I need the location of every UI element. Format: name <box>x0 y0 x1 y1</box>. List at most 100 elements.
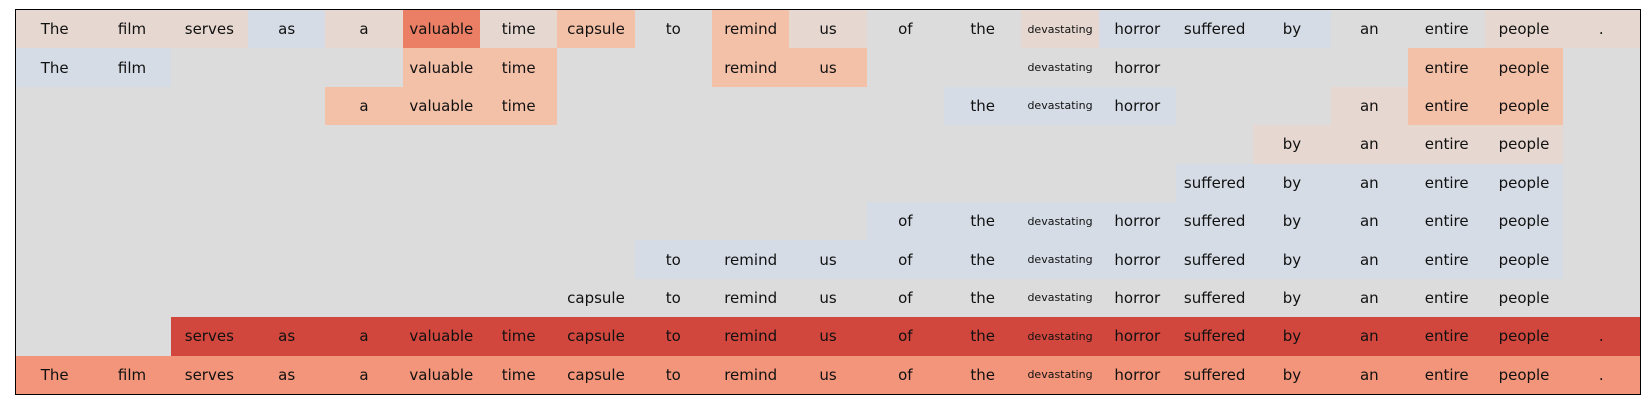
heatmap-cell: horror <box>1098 202 1176 241</box>
heatmap-cell: capsule <box>557 355 635 394</box>
heatmap-cell: the <box>944 317 1022 356</box>
heatmap-cell: horror <box>1098 355 1176 394</box>
heatmap-cell: to <box>634 355 712 394</box>
heatmap-cell: The <box>16 48 94 87</box>
heatmap-cell: a <box>325 10 403 49</box>
heatmap-cell: valuable <box>402 48 480 87</box>
heatmap-cell: . <box>1562 317 1640 356</box>
heatmap-cell: by <box>1253 278 1331 318</box>
heatmap-cell: people <box>1485 163 1563 202</box>
heatmap-cell: horror <box>1098 48 1176 87</box>
heatmap-cell: horror <box>1098 10 1176 49</box>
heatmap-cell: capsule <box>557 10 635 49</box>
heatmap-cell: devastating <box>1021 10 1099 49</box>
heatmap-cell: . <box>1562 355 1640 394</box>
heatmap-cell: by <box>1253 125 1331 164</box>
heatmap-cell: suffered <box>1176 202 1254 241</box>
heatmap-cell: us <box>789 10 867 49</box>
heatmap-cell: by <box>1253 355 1331 394</box>
heatmap-cell: time <box>480 355 558 394</box>
heatmap-cell: entire <box>1408 202 1486 241</box>
heatmap-cell: devastating <box>1021 317 1099 356</box>
heatmap-cell: capsule <box>557 317 635 356</box>
heatmap-cell: remind <box>712 10 790 49</box>
heatmap-cell: the <box>944 86 1022 126</box>
heatmap-cell: remind <box>712 355 790 394</box>
heatmap-cell: by <box>1253 163 1331 202</box>
heatmap-cell: devastating <box>1021 202 1099 241</box>
heatmap-cell: serves <box>170 10 248 49</box>
heatmap-cell: entire <box>1408 10 1486 49</box>
heatmap-cell: film <box>93 355 171 394</box>
heatmap-cell: entire <box>1408 278 1486 318</box>
heatmap-cell: devastating <box>1021 355 1099 394</box>
heatmap-cell: time <box>480 317 558 356</box>
heatmap-cell: people <box>1485 317 1563 356</box>
heatmap-cell: horror <box>1098 317 1176 356</box>
heatmap-cell: valuable <box>402 317 480 356</box>
heatmap-cell: of <box>866 10 944 49</box>
heatmap-cell: entire <box>1408 48 1486 87</box>
heatmap-cell: devastating <box>1021 48 1099 87</box>
heatmap-cell: people <box>1485 278 1563 318</box>
heatmap-cell: suffered <box>1176 278 1254 318</box>
heatmap-cell: us <box>789 240 867 279</box>
heatmap-cell: the <box>944 202 1022 241</box>
heatmap-cell: people <box>1485 10 1563 49</box>
heatmap-cell: valuable <box>402 355 480 394</box>
heatmap-cell: serves <box>170 317 248 356</box>
heatmap-cell: an <box>1330 355 1408 394</box>
heatmap-cell: an <box>1330 163 1408 202</box>
heatmap-cell: an <box>1330 240 1408 279</box>
heatmap-cell: entire <box>1408 240 1486 279</box>
heatmap-cell: of <box>866 202 944 241</box>
heatmap-cell: suffered <box>1176 355 1254 394</box>
heatmap-cell: us <box>789 317 867 356</box>
heatmap-cell: us <box>789 355 867 394</box>
heatmap-cell: an <box>1330 202 1408 241</box>
heatmap-cell: an <box>1330 10 1408 49</box>
heatmap-cell: us <box>789 278 867 318</box>
heatmap-cell: remind <box>712 48 790 87</box>
heatmap-cell: valuable <box>402 86 480 126</box>
heatmap-cell: us <box>789 48 867 87</box>
heatmap-cell: to <box>634 278 712 318</box>
heatmap-cell: entire <box>1408 355 1486 394</box>
heatmap-cell: entire <box>1408 86 1486 126</box>
heatmap-cell: devastating <box>1021 240 1099 279</box>
heatmap-cell: remind <box>712 240 790 279</box>
heatmap-cell: by <box>1253 240 1331 279</box>
heatmap-cell: to <box>634 10 712 49</box>
heatmap-cell: as <box>248 10 326 49</box>
heatmap-cell: The <box>16 355 94 394</box>
heatmap-cell: an <box>1330 317 1408 356</box>
heatmap-cell: suffered <box>1176 163 1254 202</box>
heatmap-cell: a <box>325 355 403 394</box>
heatmap-cell: the <box>944 355 1022 394</box>
heatmap-cell: to <box>634 240 712 279</box>
heatmap-cell: people <box>1485 355 1563 394</box>
heatmap-cell: entire <box>1408 125 1486 164</box>
heatmap-cell: by <box>1253 10 1331 49</box>
heatmap-cell: horror <box>1098 86 1176 126</box>
heatmap-cell: time <box>480 48 558 87</box>
heatmap-cell: an <box>1330 86 1408 126</box>
heatmap-cell: capsule <box>557 278 635 318</box>
heatmap-cell: suffered <box>1176 10 1254 49</box>
heatmap-cell: as <box>248 355 326 394</box>
heatmap-cell: . <box>1562 10 1640 49</box>
heatmap-cell: people <box>1485 48 1563 87</box>
heatmap-cell: time <box>480 10 558 49</box>
heatmap-cell: people <box>1485 125 1563 164</box>
heatmap-cell: film <box>93 48 171 87</box>
heatmap-cell: suffered <box>1176 317 1254 356</box>
heatmap-cell: entire <box>1408 317 1486 356</box>
heatmap-cell: people <box>1485 86 1563 126</box>
heatmap-cell: of <box>866 278 944 318</box>
heatmap-cell: by <box>1253 202 1331 241</box>
heatmap-cell: of <box>866 317 944 356</box>
heatmap-cell: serves <box>170 355 248 394</box>
heatmap-cell: devastating <box>1021 86 1099 126</box>
heatmap-cell: a <box>325 317 403 356</box>
